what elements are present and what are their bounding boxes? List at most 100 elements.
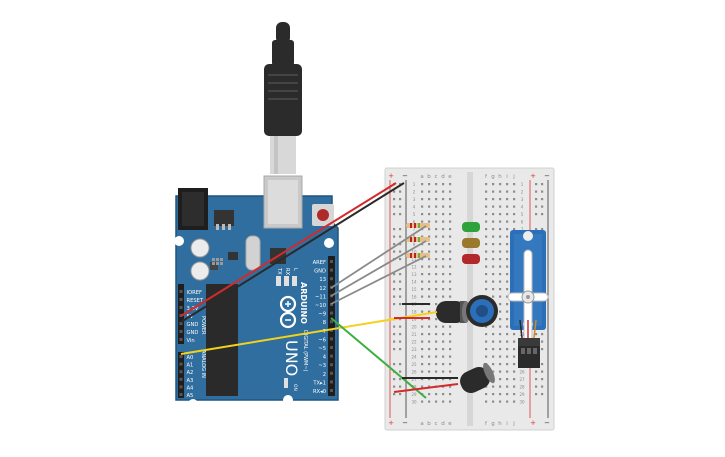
breadboard-hole[interactable] [499,280,502,283]
breadboard-hole[interactable] [442,393,445,396]
breadboard-hole[interactable] [428,295,431,298]
breadboard-hole[interactable] [513,348,516,351]
wire-servo-signal[interactable] [533,319,537,339]
breadboard-hole[interactable] [449,235,452,238]
rail-hole[interactable] [399,288,402,291]
rail-hole[interactable] [399,243,402,246]
breadboard-hole[interactable] [428,378,431,381]
breadboard-hole[interactable] [499,273,502,276]
breadboard-hole[interactable] [485,235,488,238]
led-yellow[interactable] [462,238,480,248]
breadboard-hole[interactable] [442,333,445,336]
breadboard-hole[interactable] [449,385,452,388]
rail-hole[interactable] [393,243,396,246]
header-pin[interactable] [179,330,183,333]
resistor-1[interactable] [406,223,430,228]
breadboard-hole[interactable] [492,348,495,351]
breadboard-hole[interactable] [435,235,438,238]
rail-hole[interactable] [541,333,544,336]
resistor-3[interactable] [406,253,430,258]
rail-hole[interactable] [399,325,402,328]
breadboard-hole[interactable] [449,288,452,291]
breadboard-hole[interactable] [435,250,438,253]
breadboard-hole[interactable] [492,333,495,336]
breadboard-hole[interactable] [449,378,452,381]
breadboard-hole[interactable] [499,393,502,396]
rail-hole[interactable] [541,198,544,201]
breadboard-hole[interactable] [485,183,488,186]
rail-hole[interactable] [393,393,396,396]
header-pin[interactable] [330,371,333,375]
breadboard-hole[interactable] [506,250,509,253]
breadboard-hole[interactable] [421,318,424,321]
rail-hole[interactable] [393,190,396,193]
breadboard-hole[interactable] [492,205,495,208]
breadboard-hole[interactable] [499,250,502,253]
breadboard-hole[interactable] [506,393,509,396]
breadboard-hole[interactable] [449,213,452,216]
breadboard-hole[interactable] [421,288,424,291]
rail-hole[interactable] [393,250,396,253]
arduino-board[interactable]: TX RX L ARDUINO UNO ON IOREFRESET3.3V5VG… [174,175,339,409]
breadboard-hole[interactable] [442,213,445,216]
breadboard-hole[interactable] [435,183,438,186]
header-pin[interactable] [179,322,183,325]
breadboard-hole[interactable] [435,280,438,283]
rail-hole[interactable] [535,228,538,231]
breadboard-hole[interactable] [442,348,445,351]
breadboard-hole[interactable] [492,385,495,388]
rail-hole[interactable] [399,190,402,193]
rail-hole[interactable] [399,348,402,351]
breadboard-hole[interactable] [428,280,431,283]
breadboard-hole[interactable] [499,243,502,246]
header-pin[interactable] [330,337,333,341]
breadboard-hole[interactable] [506,198,509,201]
breadboard-hole[interactable] [499,183,502,186]
breadboard-hole[interactable] [492,295,495,298]
breadboard-hole[interactable] [492,220,495,223]
breadboard-hole[interactable] [492,400,495,403]
rail-hole[interactable] [399,258,402,261]
breadboard-hole[interactable] [442,295,445,298]
rail-hole[interactable] [541,385,544,388]
breadboard-hole[interactable] [513,190,516,193]
breadboard-hole[interactable] [435,288,438,291]
breadboard-hole[interactable] [421,250,424,253]
breadboard-hole[interactable] [442,243,445,246]
breadboard-hole[interactable] [492,183,495,186]
breadboard-hole[interactable] [492,280,495,283]
rail-hole[interactable] [541,190,544,193]
breadboard-hole[interactable] [485,355,488,358]
breadboard-hole[interactable] [513,385,516,388]
breadboard-hole[interactable] [421,258,424,261]
header-pin[interactable] [330,346,333,349]
breadboard-hole[interactable] [428,243,431,246]
rail-hole[interactable] [541,378,544,381]
potentiometer[interactable] [466,295,498,327]
breadboard-hole[interactable] [421,370,424,373]
breadboard-hole[interactable] [428,213,431,216]
header-pin[interactable] [179,393,183,396]
breadboard-hole[interactable] [506,303,509,306]
breadboard-hole[interactable] [428,310,431,313]
breadboard-hole[interactable] [499,400,502,403]
breadboard-hole[interactable] [506,355,509,358]
breadboard-hole[interactable] [499,265,502,268]
breadboard-hole[interactable] [449,205,452,208]
breadboard-hole[interactable] [435,393,438,396]
breadboard-hole[interactable] [435,213,438,216]
rail-hole[interactable] [399,250,402,253]
breadboard-hole[interactable] [485,280,488,283]
rail-hole[interactable] [393,325,396,328]
breadboard-hole[interactable] [506,213,509,216]
breadboard-hole[interactable] [492,198,495,201]
rail-hole[interactable] [399,280,402,283]
header-pin[interactable] [330,277,333,281]
breadboard-hole[interactable] [421,280,424,283]
header-pin[interactable] [179,306,183,309]
breadboard-hole[interactable] [499,205,502,208]
breadboard-hole[interactable] [492,370,495,373]
breadboard-hole[interactable] [421,340,424,343]
breadboard-hole[interactable] [449,220,452,223]
rail-hole[interactable] [535,205,538,208]
